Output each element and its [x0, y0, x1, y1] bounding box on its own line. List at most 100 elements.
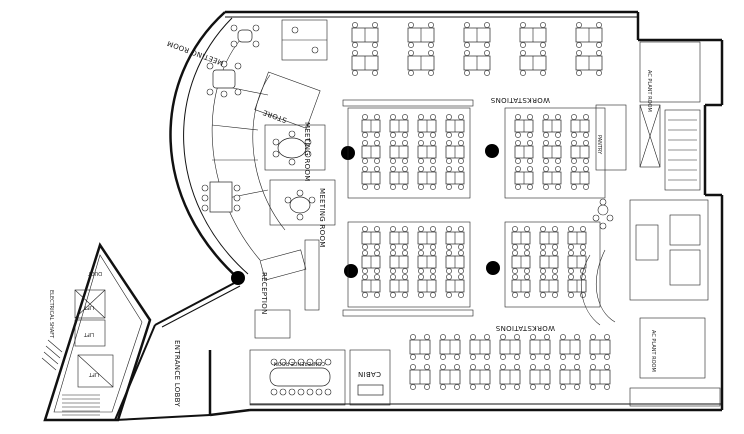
meeting-room-lower-furniture [201, 181, 316, 221]
chair [604, 334, 610, 340]
chair [454, 364, 460, 370]
chair [418, 268, 424, 274]
chair [430, 274, 436, 280]
label-reception: RECEPTION [260, 272, 268, 315]
chair [530, 364, 536, 370]
chair [604, 364, 610, 370]
chair [543, 132, 549, 138]
chair [500, 364, 506, 370]
label-ac-plant-room-top: AC PLANT ROOM [646, 70, 652, 112]
conference-chair [279, 358, 287, 366]
chair [424, 354, 430, 360]
chair [418, 166, 424, 172]
right-service-zone [580, 41, 721, 407]
chair [560, 364, 566, 370]
label-meeting-room-lower: MEETING ROOM [318, 188, 326, 248]
chair [440, 354, 446, 360]
chair [374, 268, 380, 274]
chair [527, 114, 533, 120]
chair [583, 184, 589, 190]
chair [484, 42, 490, 48]
lift-core [41, 242, 152, 422]
chair [430, 158, 436, 164]
chair [530, 354, 536, 360]
chair [540, 250, 546, 256]
chair [596, 22, 602, 28]
chair [390, 166, 396, 172]
chair [540, 50, 546, 56]
chair [520, 70, 526, 76]
chair [408, 42, 414, 48]
chair [390, 158, 396, 164]
chair [446, 132, 452, 138]
chair [428, 22, 434, 28]
chair [430, 184, 436, 190]
chair [470, 354, 476, 360]
chair [458, 140, 464, 146]
chair [454, 334, 460, 340]
chair [552, 274, 558, 280]
chair [552, 244, 558, 250]
conference-chair [324, 388, 332, 396]
chair [590, 334, 596, 340]
chair [390, 274, 396, 280]
chair [515, 132, 521, 138]
label-workstations-top: WORKSTATIONS [490, 96, 550, 104]
chair [520, 22, 526, 28]
chair [604, 384, 610, 390]
chair [543, 158, 549, 164]
chair [571, 140, 577, 146]
chair [540, 268, 546, 274]
chair [446, 158, 452, 164]
chair [530, 384, 536, 390]
chair [362, 184, 368, 190]
chair [576, 42, 582, 48]
chair [530, 334, 536, 340]
chair [418, 132, 424, 138]
label-store: STORE [262, 108, 288, 124]
chair [484, 334, 490, 340]
chair [352, 50, 358, 56]
chair [374, 244, 380, 250]
chair [440, 364, 446, 370]
chair [446, 140, 452, 146]
label-duct: DUCT [87, 270, 102, 276]
chair [543, 184, 549, 190]
chair [555, 114, 561, 120]
conference-chair [270, 358, 278, 366]
chair [512, 244, 518, 250]
conference-chair [270, 388, 278, 396]
chair [596, 70, 602, 76]
chair [402, 244, 408, 250]
label-pantry: PANTRY [596, 135, 602, 155]
chair [418, 274, 424, 280]
conference-chair [288, 388, 296, 396]
workstations-top-area [351, 22, 603, 76]
chair [571, 158, 577, 164]
workstations-lower-area [361, 226, 587, 298]
conference-chair [324, 358, 332, 366]
chair [418, 244, 424, 250]
label-conference-room: CONFERENCE ROOM [274, 360, 325, 366]
chair [512, 226, 518, 232]
chair [580, 292, 586, 298]
chair [372, 42, 378, 48]
chair [362, 158, 368, 164]
chair [410, 354, 416, 360]
chair [374, 158, 380, 164]
chair [374, 274, 380, 280]
chair [527, 140, 533, 146]
chair [362, 250, 368, 256]
chair [402, 158, 408, 164]
chair [515, 184, 521, 190]
chair [515, 166, 521, 172]
chair [596, 42, 602, 48]
chair [543, 114, 549, 120]
chair [540, 42, 546, 48]
label-electrical-shaft: ELECTRICAL SHAFT [48, 290, 54, 339]
chair [583, 132, 589, 138]
chair [544, 354, 550, 360]
chair [580, 244, 586, 250]
chair [520, 42, 526, 48]
